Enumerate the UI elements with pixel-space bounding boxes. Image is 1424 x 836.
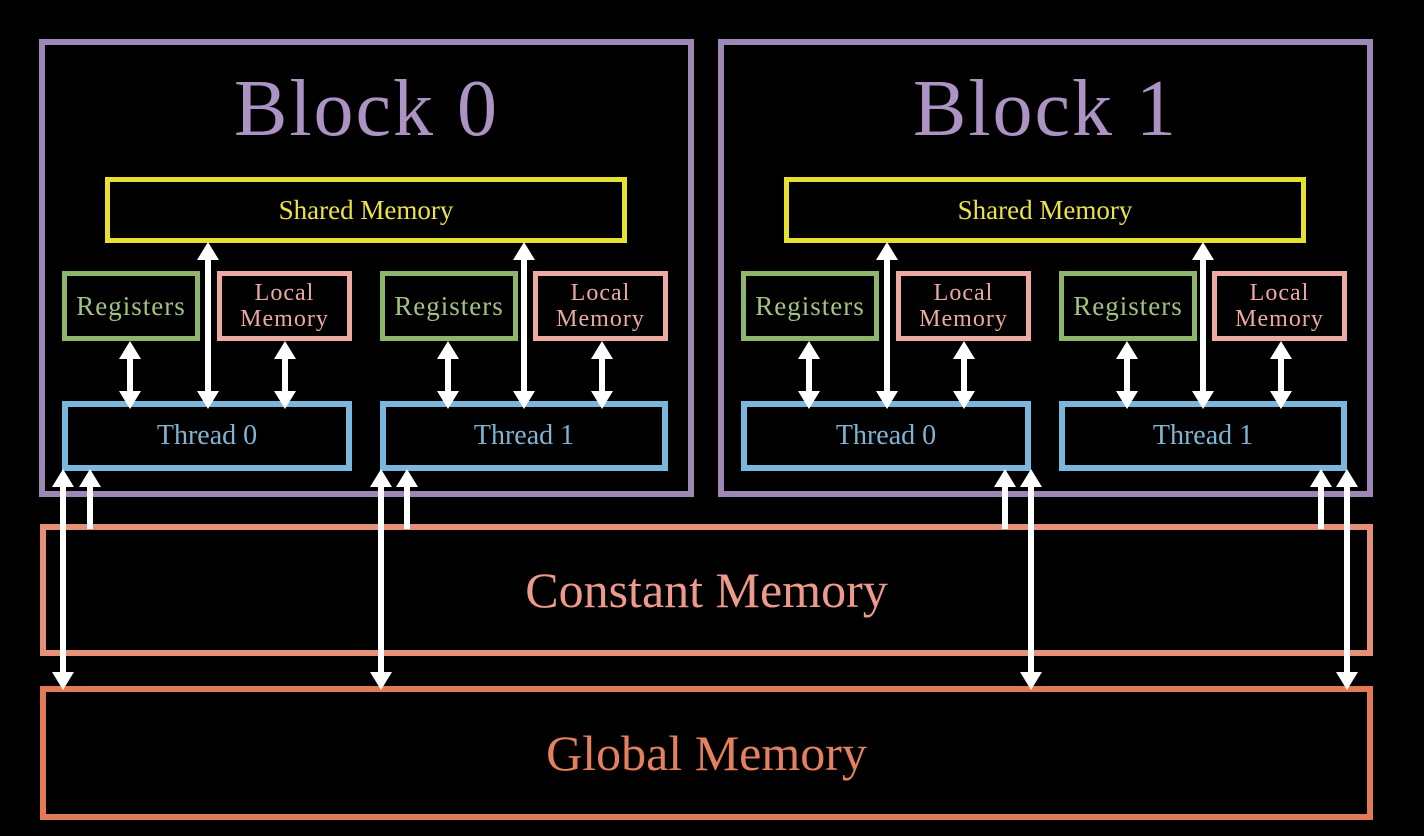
block-1-title: Block 1 [912, 65, 1179, 153]
block-1-thread-0-local-memory-box: Local Memory [896, 271, 1031, 341]
thread-label: Thread 1 [1152, 420, 1254, 451]
block-0-thread-0-local-memory-box: Local Memory [217, 271, 352, 341]
block-0-thread-1-registers-box: Registers [380, 271, 518, 341]
arrow-local-thread1 [1270, 341, 1292, 409]
arrow-registers-thread0 [119, 341, 141, 409]
arrow-block0-thread1-global [370, 469, 392, 690]
arrow-local-thread0 [953, 341, 975, 409]
arrow-shared-thread1 [513, 242, 535, 409]
arrow-local-thread0 [274, 341, 296, 409]
global-memory-label: Global Memory [546, 725, 867, 781]
registers-label: Registers [1073, 290, 1183, 321]
arrow-shared-thread0 [197, 242, 219, 409]
block-0: Block 0 Shared Memory Registers Local Me… [39, 39, 694, 497]
thread-label: Thread 0 [835, 420, 937, 451]
local-memory-label: Local Memory [919, 279, 1008, 332]
arrow-block1-thread1-global [1336, 469, 1358, 690]
block-0-thread-0-registers-box: Registers [62, 271, 200, 341]
thread-label: Thread 0 [156, 420, 258, 451]
arrow-registers-thread0 [798, 341, 820, 409]
arrow-constant-block0-thread1 [396, 469, 418, 529]
arrow-constant-block1-thread0 [994, 469, 1016, 529]
thread-label: Thread 1 [473, 420, 575, 451]
arrow-local-thread1 [591, 341, 613, 409]
registers-label: Registers [755, 290, 865, 321]
arrow-registers-thread1 [1116, 341, 1138, 409]
block-0-thread-1-box: Thread 1 [380, 401, 668, 471]
global-memory-box: Global Memory [40, 686, 1373, 820]
block-1-thread-1-box: Thread 1 [1059, 401, 1347, 471]
arrow-constant-block1-thread1 [1310, 469, 1332, 529]
block-1-shared-memory-box: Shared Memory [784, 177, 1306, 243]
block-0-shared-memory-label: Shared Memory [278, 194, 454, 225]
arrow-block0-thread0-global [52, 469, 74, 690]
constant-memory-box: Constant Memory [40, 524, 1373, 656]
block-0-thread-0-box: Thread 0 [62, 401, 352, 471]
block-0-shared-memory-box: Shared Memory [105, 177, 627, 243]
registers-label: Registers [76, 290, 186, 321]
constant-memory-label: Constant Memory [525, 562, 888, 618]
arrow-shared-thread1 [1192, 242, 1214, 409]
arrow-registers-thread1 [437, 341, 459, 409]
block-1-thread-0-box: Thread 0 [741, 401, 1031, 471]
registers-label: Registers [394, 290, 504, 321]
local-memory-label: Local Memory [240, 279, 329, 332]
block-1-thread-1-registers-box: Registers [1059, 271, 1197, 341]
block-1-thread-1-local-memory-box: Local Memory [1212, 271, 1347, 341]
block-1-thread-0-registers-box: Registers [741, 271, 879, 341]
arrow-block1-thread0-global [1020, 469, 1042, 690]
block-0-title: Block 0 [233, 65, 500, 153]
arrow-shared-thread0 [876, 242, 898, 409]
local-memory-label: Local Memory [1235, 279, 1324, 332]
arrow-constant-block0-thread0 [79, 469, 101, 529]
local-memory-label: Local Memory [556, 279, 645, 332]
block-0-thread-1-local-memory-box: Local Memory [533, 271, 668, 341]
block-1-shared-memory-label: Shared Memory [957, 194, 1133, 225]
block-1: Block 1 Shared Memory Registers Local Me… [718, 39, 1373, 497]
